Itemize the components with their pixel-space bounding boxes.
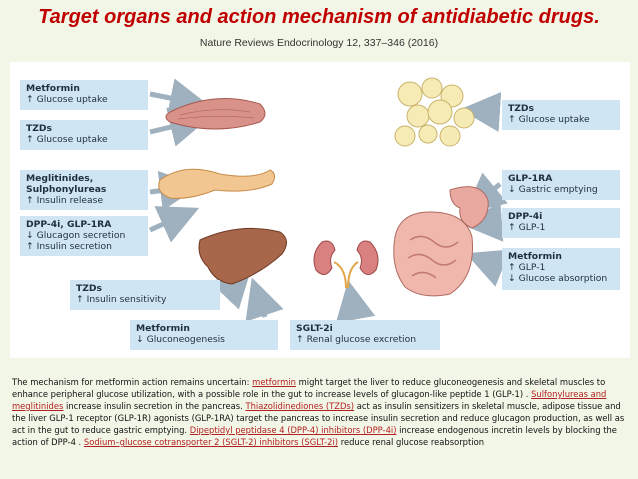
drug-label: Metformin xyxy=(26,83,80,94)
sulfonylureas-link[interactable]: Sulfonylureas and meglitinides xyxy=(12,389,607,411)
liver-organ xyxy=(198,227,287,285)
effect-label: ↑ Insulin release xyxy=(26,195,104,206)
gut-metformin-box: Metformin ↑ GLP-1 ↓ Glucose absorption xyxy=(502,248,620,290)
citation: Nature Reviews Endocrinology 12, 337–346… xyxy=(199,37,439,49)
effect-label: ↑ Insulin secretion xyxy=(26,241,112,252)
diagram-panel: Metformin ↑ Glucose uptake TZDs ↑ Glucos… xyxy=(10,62,630,358)
effect-label: ↑ GLP-1 xyxy=(508,262,546,273)
effect-label: ↑ Glucose uptake xyxy=(26,94,108,105)
muscle-metformin-box: Metformin ↑ Glucose uptake xyxy=(20,80,148,110)
caption-text: The mechanism for metformin action remai… xyxy=(12,377,253,387)
dpp4-link[interactable]: Dipeptidyl peptidase 4 (DPP-4) inhibitor… xyxy=(189,425,397,435)
drug-label: Metformin xyxy=(136,323,190,334)
gut-dpp4i-box: DPP-4i ↑ GLP-1 xyxy=(502,208,620,238)
gut-organ xyxy=(393,186,489,297)
liver-tzds-box: TZDs ↑ Insulin sensitivity xyxy=(70,280,220,310)
kidney-sglt2i-box: SGLT-2i ↑ Renal glucose excretion xyxy=(290,320,440,350)
caption-text: reduce renal glucose reabsorption xyxy=(338,437,485,447)
effect-label: ↑ Glucose uptake xyxy=(26,134,108,145)
drug-label: TZDs xyxy=(76,283,103,294)
effect-label: ↓ Gastric emptying xyxy=(508,184,598,195)
drug-label: DPP-4i xyxy=(508,211,543,222)
caption-text: act as insulin sensitizers in skeletal m… xyxy=(12,401,625,435)
figure-caption: The mechanism for metformin action remai… xyxy=(12,376,626,448)
page-title: Target organs and action mechanism of an… xyxy=(38,6,600,28)
drug-label: DPP-4i, GLP-1RA xyxy=(26,219,112,230)
drug-label: Metformin xyxy=(508,251,562,262)
effect-label: ↑ Glucose uptake xyxy=(508,114,590,125)
gut-glp1ra-box: GLP-1RA ↓ Gastric emptying xyxy=(502,170,620,200)
drug-label: SGLT-2i xyxy=(296,323,333,334)
effect-label: ↓ Glucose absorption xyxy=(508,273,608,284)
kidneys-organ xyxy=(313,240,379,289)
caption-text: increase endogenous incretin levels by b… xyxy=(12,425,617,447)
effect-label: ↓ Gluconeogenesis xyxy=(136,334,225,345)
muscle-tzds-box: TZDs ↑ Glucose uptake xyxy=(20,120,148,150)
drug-label: Sulphonylureas xyxy=(26,184,107,195)
diagram-graphics xyxy=(148,77,511,324)
adipose-organ xyxy=(394,77,475,147)
effect-label: ↓ Glucagon secretion xyxy=(26,230,126,241)
drug-label: TZDs xyxy=(26,123,53,134)
adipose-tzds-box: TZDs ↑ Glucose uptake xyxy=(502,100,620,130)
liver-metformin-box: Metformin ↓ Gluconeogenesis xyxy=(130,320,278,350)
caption-text: might target the liver to reduce glucone… xyxy=(12,377,606,399)
drug-label: Meglitinides, xyxy=(26,173,94,184)
effect-label: ↑ Renal glucose excretion xyxy=(296,334,417,345)
pancreas-organ xyxy=(158,168,276,199)
effect-label: ↑ GLP-1 xyxy=(508,222,546,233)
pancreas-meglitinides-box: Meglitinides, Sulphonylureas ↑ Insulin r… xyxy=(20,170,148,210)
sglt2-link[interactable]: Sodium–glucose cotransporter 2 (SGLT-2) … xyxy=(83,437,339,447)
drug-label: GLP-1RA xyxy=(508,173,553,184)
pancreas-dpp4i-box: DPP-4i, GLP-1RA ↓ Glucagon secretion ↑ I… xyxy=(20,216,148,256)
caption-text: increase insulin secretion in the pancre… xyxy=(63,401,246,411)
muscle-organ xyxy=(165,98,266,130)
drug-label: TZDs xyxy=(508,103,535,114)
effect-label: ↑ Insulin sensitivity xyxy=(76,294,167,305)
tzds-link[interactable]: Thiazolidinediones (TZDs) xyxy=(245,401,355,411)
metformin-link[interactable]: metformin xyxy=(252,377,296,387)
